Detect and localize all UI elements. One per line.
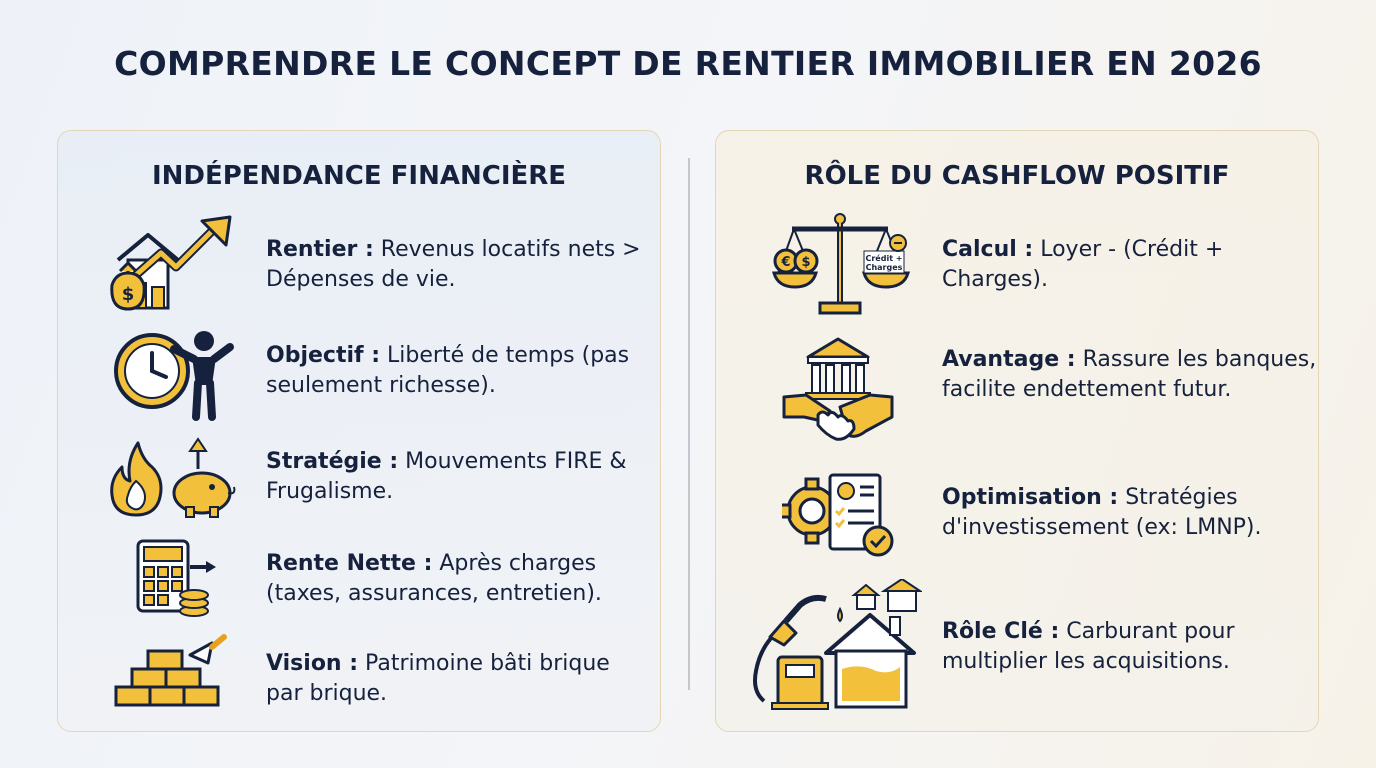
right-panel-title: RÔLE DU CASHFLOW POSITIF xyxy=(804,161,1230,191)
left-panel: INDÉPENDANCE FINANCIÈRE $ Rentier : Reve… xyxy=(57,130,661,732)
clock-person-icon xyxy=(112,327,236,421)
page-title: COMPRENDRE LE CONCEPT DE RENTIER IMMOBIL… xyxy=(114,44,1262,83)
item-label: Rentier : xyxy=(266,237,374,262)
item-text: Stratégies d'investissement (ex: LMNP). xyxy=(942,485,1262,540)
item-label: Objectif : xyxy=(266,343,381,368)
item-label: Vision : xyxy=(266,651,359,676)
item-text: Mouvements FIRE & Frugalisme. xyxy=(266,449,627,504)
gear-document-icon xyxy=(782,471,898,557)
item-text: Revenus locatifs nets > Dépenses de vie. xyxy=(266,237,641,292)
fire-piggy-bank-icon xyxy=(108,437,238,519)
item-text: Liberté de temps (pas seulement richesse… xyxy=(266,343,630,398)
item-label: Optimisation : xyxy=(942,485,1119,510)
center-divider xyxy=(688,158,690,690)
scale-label: Crédit + xyxy=(865,253,902,263)
item-label: Avantage : xyxy=(942,347,1076,372)
item-text: Après charges (taxes, assurances, entret… xyxy=(266,551,602,606)
item-text: Rassure les banques, facilite endettemen… xyxy=(942,347,1317,402)
item-text: Carburant pour multiplier les acquisitio… xyxy=(942,619,1235,674)
item-label: Rôle Clé : xyxy=(942,619,1060,644)
item-label: Stratégie : xyxy=(266,449,399,474)
item-text: Patrimoine bâti brique par brique. xyxy=(266,651,610,706)
bricks-trowel-icon xyxy=(112,633,228,709)
svg-text:Charges: Charges xyxy=(866,263,903,272)
right-panel: RÔLE DU CASHFLOW POSITIF € $ Cr xyxy=(715,130,1319,732)
svg-text:$: $ xyxy=(801,255,810,270)
svg-text:€: € xyxy=(780,255,790,270)
left-panel-title: INDÉPENDANCE FINANCIÈRE xyxy=(151,161,567,191)
item-label: Rente Nette : xyxy=(266,551,433,576)
balance-scale-icon: € $ Crédit + Charges xyxy=(772,211,914,319)
fuel-house-icon xyxy=(750,579,922,711)
house-growth-icon: $ xyxy=(106,215,238,313)
item-label: Calcul : xyxy=(942,237,1034,262)
item-text: Loyer - (Crédit + Charges). xyxy=(942,237,1224,292)
svg-text:$: $ xyxy=(122,284,135,305)
calculator-coins-icon xyxy=(134,537,218,621)
bank-handshake-icon xyxy=(782,335,894,447)
